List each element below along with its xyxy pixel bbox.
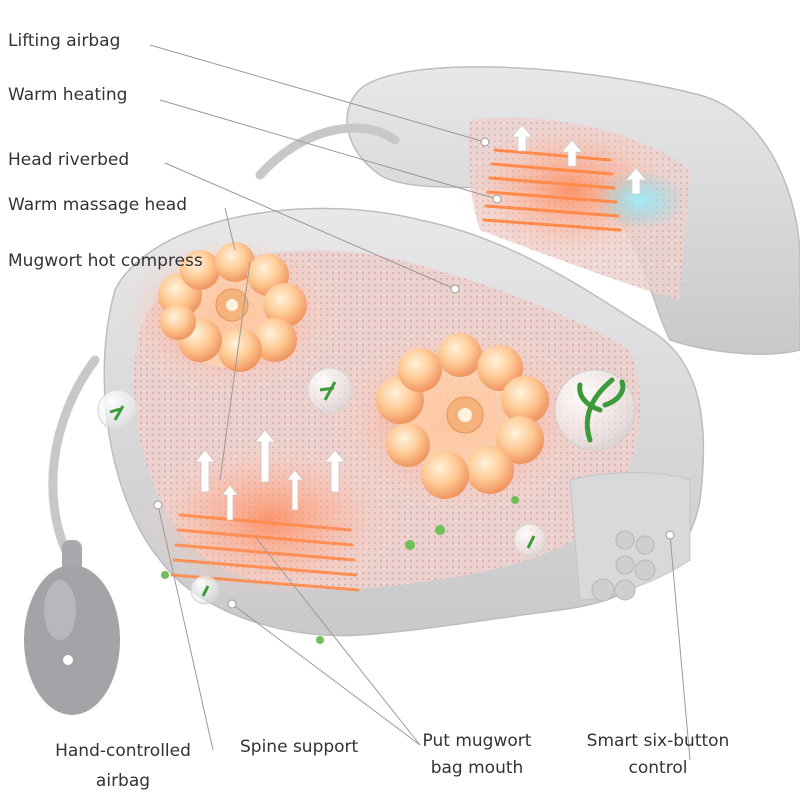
label-hand-controlled-airbag: Hand-controlled airbag — [28, 736, 218, 796]
label-warm-heating: Warm heating — [8, 85, 128, 105]
label-warm-massage-head: Warm massage head — [8, 195, 187, 215]
label-line: control — [628, 758, 688, 778]
label-line: airbag — [95, 771, 151, 791]
arrow-up-icon — [194, 429, 346, 521]
leader-dots — [153, 137, 675, 609]
back-heating-wires — [482, 148, 622, 232]
neck-pillow — [346, 66, 800, 355]
air-hose-top — [255, 123, 400, 180]
label-put-mugwort-bag-mouth: Put mugwort bag mouth — [392, 728, 562, 782]
label-head-riverbed: Head riverbed — [8, 150, 130, 170]
label-lifting-airbag: Lifting airbag — [8, 31, 121, 51]
plant-leaf-icon — [97, 367, 636, 644]
air-hose — [48, 355, 100, 565]
label-line: Put mugwort — [422, 731, 532, 751]
label-smart-six-button-control: Smart six-button control — [560, 728, 756, 782]
leader-lines — [149, 44, 691, 761]
arrow-up-icon — [511, 124, 647, 195]
label-mugwort-hot-compress: Mugwort hot compress — [8, 251, 203, 271]
label-line: bag mouth — [430, 758, 524, 778]
front-heating-wires — [170, 513, 360, 592]
label-spine-support: Spine support — [240, 737, 359, 757]
hand-pump — [24, 540, 120, 715]
control-panel — [591, 530, 656, 602]
massage-head-left — [158, 242, 307, 372]
label-line: Smart six-button — [586, 731, 730, 751]
label-line: Hand-controlled — [55, 741, 191, 761]
massage-head-right — [376, 333, 549, 499]
